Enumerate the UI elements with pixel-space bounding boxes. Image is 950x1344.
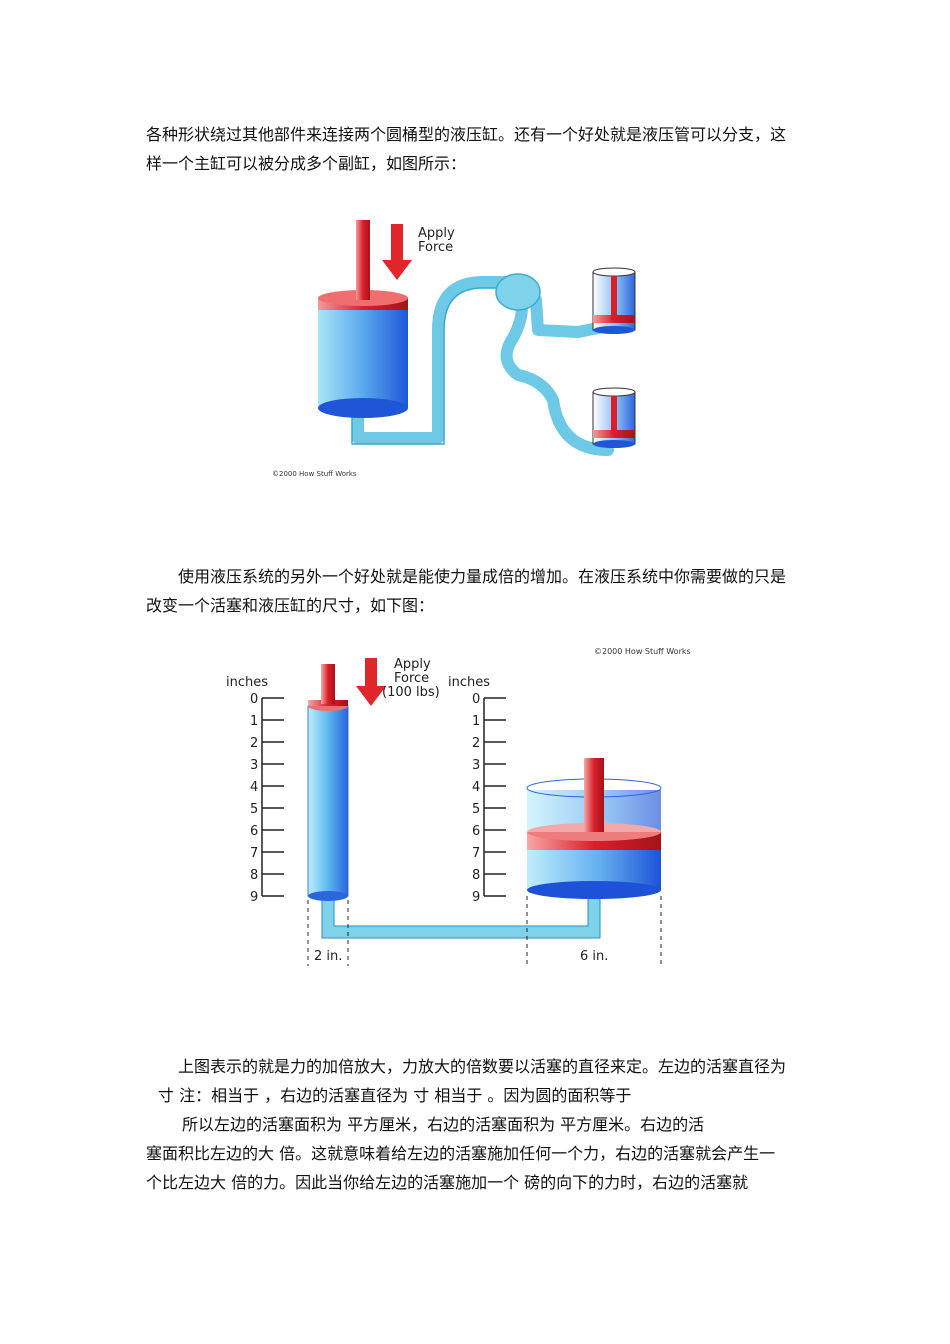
large-piston-rod — [584, 758, 604, 832]
main-cylinder — [318, 220, 408, 418]
apply-label-1: Apply — [418, 226, 455, 241]
left-ruler-tick-label: 2 — [250, 736, 258, 751]
paragraph-2: 使用液压系统的另外一个好处就是能使力量成倍的增加。在液压系统中你需要做的只是 改… — [146, 562, 810, 620]
right-ruler: inches 0 1 2 3 4 5 6 7 8 9 — [448, 675, 506, 905]
apply-label-1: Apply — [394, 657, 431, 672]
right-ruler-tick-label: 8 — [472, 868, 480, 883]
connecting-pipe — [322, 898, 600, 938]
figure-2-copyright: ©2000 How Stuff Works — [594, 647, 691, 656]
small-cylinder-bottom — [592, 387, 636, 448]
paragraph-3-line-2: 寸 注：相当于 ，右边的活塞直径为 寸 相当于 。因为圆的面积等于 — [158, 1086, 632, 1105]
figure-force-multiplication: ©2000 How Stuff Works inches 0123456789 … — [226, 647, 691, 966]
width-markers — [307, 896, 662, 966]
left-ruler-tick-label: 7 — [250, 846, 258, 861]
right-ruler-tick-label: 9 — [472, 890, 480, 905]
apply-label-3: (100 lbs) — [382, 685, 440, 700]
small-cylinder-top — [592, 267, 636, 334]
paragraph-3-line-5: 个比左边大 倍的力。因此当你给左边的活塞施加一个 磅的向下的力时，右边的活塞就 — [146, 1173, 749, 1192]
left-ruler-tick-label: 1 — [250, 714, 258, 729]
right-ruler-tick-label: 3 — [472, 758, 480, 773]
figure-1-copyright: ©2000 How Stuff Works — [272, 470, 357, 478]
pipe-junction — [495, 273, 541, 311]
paragraph-1-line-2: 样一个主缸可以被分成多个副缸，如图所示： — [146, 154, 467, 173]
left-ruler-tick-label: 5 — [250, 802, 258, 817]
left-ruler-tick-label: 8 — [250, 868, 258, 883]
left-width-label: 2 in. — [314, 949, 342, 964]
hydraulic-pipes — [352, 276, 614, 456]
paragraph-3-line-3: 所以左边的活塞面积为 平方厘米，右边的活塞面积为 平方厘米。右边的活 — [182, 1115, 705, 1134]
left-ruler: inches 0 1 2 3 4 5 6 7 8 9 — [226, 675, 284, 905]
paragraph-3-line-4: 塞面积比左边的大 倍。这就意味着给左边的活塞施加任何一个力，右边的活塞就会产生一 — [146, 1144, 776, 1163]
small-cylinder — [307, 664, 349, 901]
left-ruler-tick-label: 0 — [250, 692, 258, 707]
left-ruler-tick-label: 6 — [250, 824, 258, 839]
apply-label-2: Force — [394, 671, 429, 686]
right-ruler-tick-label: 4 — [472, 780, 480, 795]
apply-label-2: Force — [418, 240, 453, 255]
right-ruler-tick-label: 1 — [472, 714, 480, 729]
right-ruler-tick-label: 7 — [472, 846, 480, 861]
left-ruler-tick-label: 4 — [250, 780, 258, 795]
right-ruler-tick-label: 2 — [472, 736, 480, 751]
right-axis-title: inches — [448, 675, 490, 690]
right-ruler-tick-label: 6 — [472, 824, 480, 839]
paragraph-3-line-1: 上图表示的就是力的加倍放大，力放大的倍数要以活塞的直径来定。左边的活塞直径为 — [178, 1057, 787, 1076]
paragraph-1: 各种形状绕过其他部件来连接两个圆桶型的液压缸。还有一个好处就是液压管可以分支，这… — [146, 120, 810, 178]
main-piston-rod — [356, 220, 370, 300]
paragraph-1-line-1: 各种形状绕过其他部件来连接两个圆桶型的液压缸。还有一个好处就是液压管可以分支，这 — [146, 125, 787, 144]
right-ruler-tick-label: 5 — [472, 802, 480, 817]
down-arrow-icon — [382, 224, 412, 280]
figure-branching-hydraulics: Apply Force ©2000 How Stuff Works — [272, 220, 636, 478]
right-ruler-tick-label: 0 — [472, 692, 480, 707]
paragraph-3: 上图表示的就是力的加倍放大，力放大的倍数要以活塞的直径来定。左边的活塞直径为 寸… — [146, 1052, 810, 1197]
small-piston-rod — [321, 664, 335, 704]
left-axis-title: inches — [226, 675, 268, 690]
down-arrow-icon — [356, 658, 386, 706]
paragraph-2-line-1: 使用液压系统的另外一个好处就是能使力量成倍的增加。在液压系统中你需要做的只是 — [178, 567, 787, 586]
paragraph-2-line-2: 改变一个活塞和液压缸的尺寸，如下图： — [146, 596, 435, 615]
large-cylinder — [526, 758, 662, 899]
left-ruler-tick-label: 9 — [250, 890, 258, 905]
right-width-label: 6 in. — [580, 949, 608, 964]
left-ruler-tick-label: 3 — [250, 758, 258, 773]
